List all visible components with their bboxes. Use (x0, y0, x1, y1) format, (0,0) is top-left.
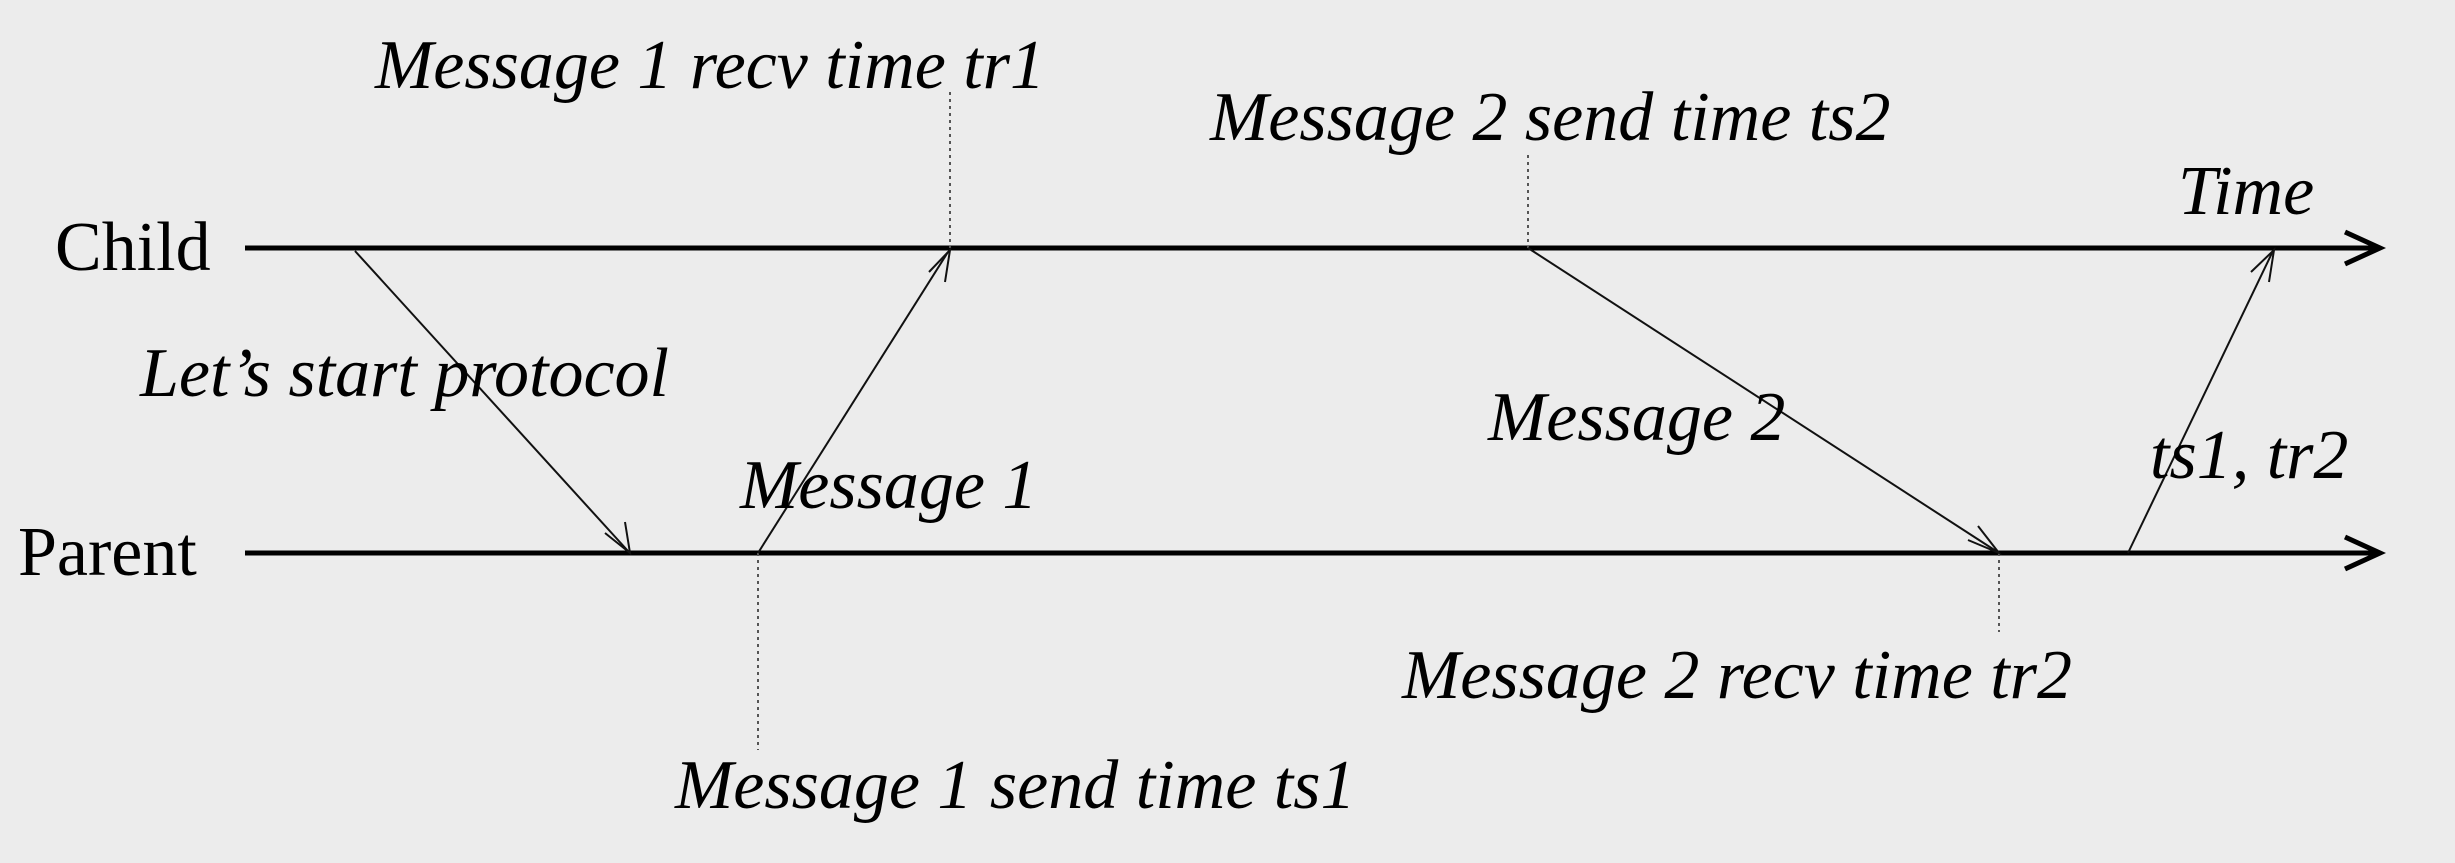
message-1-label: Message 1 (739, 447, 1037, 524)
message-2-recv-time-label: Message 2 recv time tr2 (1401, 637, 2072, 714)
message-1-send-time-label: Message 1 send time ts1 (674, 747, 1355, 824)
parent-label: Parent (18, 514, 197, 591)
message-2-arrow (1527, 247, 1997, 552)
child-label: Child (55, 209, 211, 286)
message-1-arrowhead (928, 247, 952, 283)
ts1-tr2-arrow (2127, 252, 2273, 554)
message-1-arrow (757, 251, 949, 554)
child-timeline-arrowhead (2343, 229, 2387, 267)
message-2-send-time-label: Message 2 send time ts2 (1209, 79, 1890, 156)
ts1-tr2-label: ts1, tr2 (2150, 417, 2348, 494)
message-2-arrowhead (1967, 525, 2003, 556)
start-protocol-arrowhead (604, 521, 632, 556)
ts1-tr2-arrowhead (2250, 247, 2276, 283)
message-1-recv-time-label: Message 1 recv time tr1 (374, 27, 1045, 104)
parent-timeline-arrowhead (2343, 534, 2387, 572)
start-protocol-label: Let’s start protocol (139, 335, 669, 412)
message-2-label: Message 2 (1487, 379, 1785, 456)
time-axis-label: Time (2178, 153, 2314, 230)
start-protocol-arrow (354, 250, 629, 552)
